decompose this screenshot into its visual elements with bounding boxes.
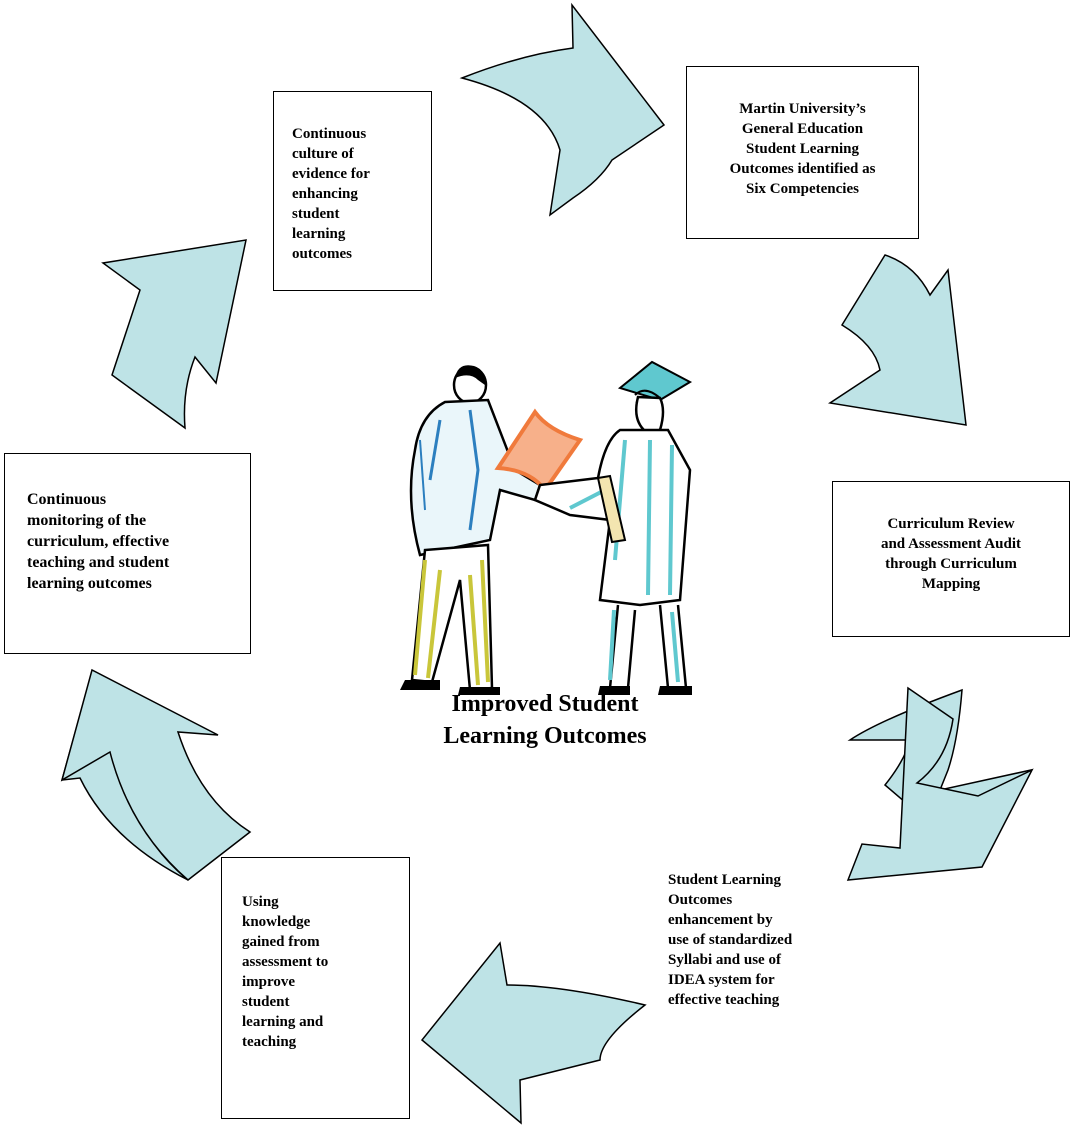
- step-box-six-competencies: Martin University’s General Education St…: [686, 66, 919, 239]
- step-box-using-knowledge: Using knowledge gained from assessment t…: [221, 857, 410, 1119]
- step-box-curriculum-review: Curriculum Review and Assessment Audit t…: [832, 481, 1070, 637]
- cycle-arrow-lower-right-body: [846, 686, 1034, 881]
- presenter-figure: [400, 365, 584, 695]
- step-text-using-knowledge: Using knowledge gained from assessment t…: [242, 894, 329, 1050]
- graduation-clipart: [400, 360, 693, 695]
- step-text-standardized-syllabi: Student Learning Outcomes enhancement by…: [668, 872, 793, 1008]
- step-text-six-competencies: Martin University’s General Education St…: [729, 101, 876, 197]
- cycle-arrow-top: [459, 2, 666, 217]
- step-text-culture-of-evidence: Continuous culture of evidence for enhan…: [292, 126, 370, 262]
- step-box-continuous-monitoring: Continuous monitoring of the curriculum,…: [4, 453, 251, 654]
- cycle-arrow-upper-right: [827, 254, 967, 426]
- step-text-continuous-monitoring: Continuous monitoring of the curriculum,…: [27, 491, 170, 592]
- step-text-curriculum-review: Curriculum Review and Assessment Audit t…: [880, 516, 1022, 592]
- graduate-figure: [533, 360, 693, 695]
- cycle-arrow-bottom: [420, 941, 647, 1125]
- cycle-arrow-upper-left: [101, 239, 247, 430]
- center-title: Improved Student Learning Outcomes: [443, 691, 647, 749]
- step-box-culture-of-evidence: Continuous culture of evidence for enhan…: [273, 91, 432, 291]
- cycle-arrow-lower-left-body: [60, 668, 252, 881]
